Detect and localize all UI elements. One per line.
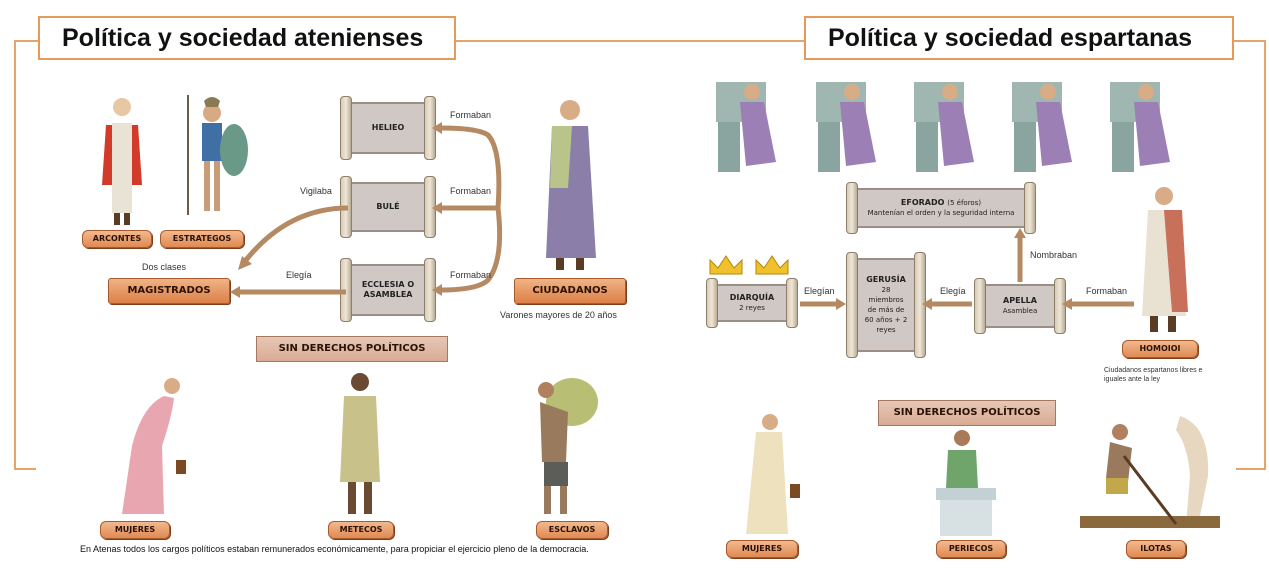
eforo-4-icon <box>1012 82 1072 172</box>
meteco-figure-icon <box>340 373 380 514</box>
homoioi-note: Ciudadanos espartanos libres e iguales a… <box>1104 367 1203 383</box>
ciudadano-figure-icon <box>546 100 596 270</box>
estratego-figure-icon <box>187 95 248 215</box>
ciudadanos-label: CIUDADANOS <box>514 278 626 304</box>
frame-line-right-top <box>1232 40 1266 42</box>
diarquia-sub: 2 reyes <box>739 304 765 312</box>
eforo-3-icon <box>914 82 974 172</box>
elegia-text: Elegía <box>286 270 312 280</box>
gerusia-title: GERUSÍA <box>866 275 906 284</box>
eforo-5-icon <box>1110 82 1170 172</box>
athens-footer-note: En Atenas todos los cargos políticos est… <box>80 544 589 554</box>
mujeres-sparta-label: MUJERES <box>726 540 798 558</box>
formaban-1-text: Formaban <box>450 110 492 120</box>
bule-text: BULÉ <box>376 202 400 211</box>
crowns-icon <box>709 255 789 275</box>
ecclesia-text: ECCLESIA O ASAMBLEA <box>361 280 415 299</box>
estrategos-label: ESTRATEGOS <box>160 230 244 248</box>
ciudadanos-note: Varones mayores de 20 años <box>500 310 617 320</box>
ilota-figure-icon <box>1080 416 1220 528</box>
homoioi-label: HOMOIOI <box>1122 340 1198 358</box>
nombraban-text: Nombraban <box>1030 250 1078 260</box>
frame-line-left-bottom <box>14 468 36 470</box>
elegia-sparta-text: Elegía <box>940 286 966 296</box>
mujeres-athens-label: MUJERES <box>100 521 170 539</box>
athens-title: Política y sociedad atenienses <box>38 16 456 60</box>
mujer-athens-figure-icon <box>122 378 186 514</box>
eforo-1-icon <box>716 82 776 172</box>
ilotas-label: ILOTAS <box>1126 540 1186 558</box>
sparta-sin-derechos-band: SIN DERECHOS POLÍTICOS <box>878 400 1056 426</box>
athens-sin-derechos-band: SIN DERECHOS POLÍTICOS <box>256 336 448 362</box>
metecos-label: METECOS <box>328 521 394 539</box>
dos-clases-text: Dos clases <box>142 262 187 272</box>
ecclesia-scroll: ECCLESIA O ASAMBLEA <box>340 258 436 322</box>
frame-line-right-bottom <box>1236 468 1266 470</box>
perieco-figure-icon <box>936 430 996 536</box>
diarquia-scroll: DIARQUÍA 2 reyes <box>706 278 798 328</box>
esclavo-figure-icon <box>538 378 598 514</box>
eforado-scroll: EFORADO (5 éforos) Mantenían el orden y … <box>846 182 1036 234</box>
eforado-desc: Mantenían el orden y la seguridad intern… <box>867 209 1015 217</box>
apella-sub: Asamblea <box>1002 307 1038 315</box>
gerusia-sub: 28 miembros de más de 60 años + 2 reyes <box>864 286 908 334</box>
athens-arrows <box>230 122 503 298</box>
eforo-2-icon <box>816 82 876 172</box>
heliea-scroll: HELIEO <box>340 96 436 160</box>
frame-line-left-vertical <box>14 40 16 470</box>
eforado-title: EFORADO (5 éforos) <box>900 198 982 207</box>
frame-line-right-vertical <box>1264 40 1266 470</box>
sparta-title: Política y sociedad espartanas <box>804 16 1234 60</box>
apella-scroll: APELLA Asamblea <box>974 278 1066 334</box>
frame-line-left-top <box>14 40 38 42</box>
elegian-text: Elegían <box>804 286 835 296</box>
vigilaba-text: Vigilaba <box>300 186 332 196</box>
arcontes-label: ARCONTES <box>82 230 152 248</box>
frame-line-middle <box>456 40 804 42</box>
periecos-label: PERIECOS <box>936 540 1006 558</box>
heliea-text: HELIEO <box>371 123 405 132</box>
magistrados-label: MAGISTRADOS <box>108 278 230 304</box>
sparta-arrows <box>800 228 1134 310</box>
arconte-figure-icon <box>102 98 142 225</box>
formaban-3-text: Formaban <box>450 270 492 280</box>
formaban-sparta-text: Formaban <box>1086 286 1128 296</box>
mujer-sparta-figure-icon <box>746 414 800 534</box>
esclavos-label: ESCLAVOS <box>536 521 608 539</box>
homoioi-figure-icon <box>1142 187 1188 332</box>
diarquia-title: DIARQUÍA <box>729 293 775 302</box>
apella-title: APELLA <box>1003 296 1037 305</box>
formaban-2-text: Formaban <box>450 186 492 196</box>
